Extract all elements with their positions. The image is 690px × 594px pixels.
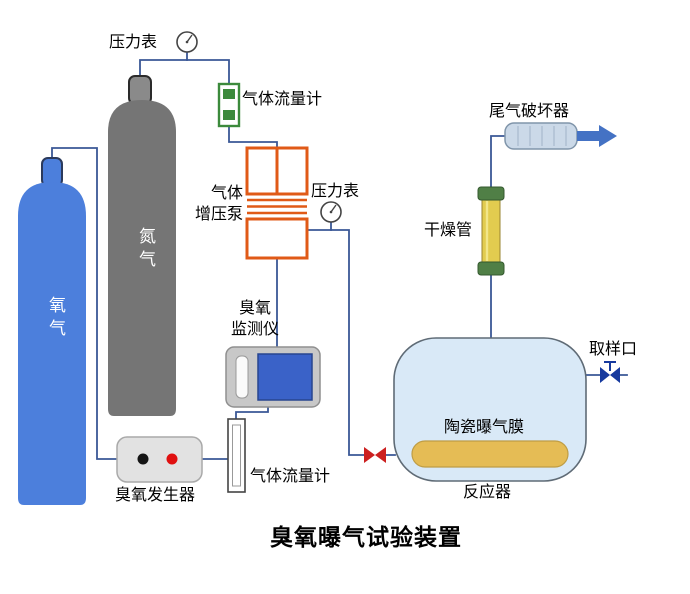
reactor-label: 反应器 bbox=[463, 484, 512, 501]
inlet-valve-right-triangle bbox=[375, 447, 386, 463]
pressure-gauge-2 bbox=[320, 201, 342, 223]
booster-pump-label: 气体 增压泵 bbox=[191, 183, 243, 225]
sampling-port-valve bbox=[600, 361, 620, 383]
ozone-generator-label: 臭氧发生器 bbox=[115, 487, 196, 504]
sampling-port-label: 取样口 bbox=[589, 341, 638, 358]
oxygen-cylinder-body bbox=[18, 182, 86, 505]
drying-tube-cap-bottom bbox=[477, 261, 505, 276]
tail-gas-destructor-label: 尾气破坏器 bbox=[489, 103, 570, 120]
nitrogen-cylinder-valve bbox=[128, 75, 152, 105]
nitrogen-cylinder-label: 氮气 bbox=[136, 227, 155, 273]
gas-flow-meter-top bbox=[217, 82, 241, 128]
ceramic-membrane-label: 陶瓷曝气膜 bbox=[444, 419, 525, 436]
pressure-gauge-2-label: 压力表 bbox=[311, 183, 360, 200]
drying-tube-body bbox=[481, 196, 501, 266]
flow-meter-bottom-tube bbox=[232, 424, 241, 487]
pipe-nitrogen-to-flowmeter bbox=[139, 59, 230, 85]
oxygen-cylinder bbox=[18, 157, 86, 505]
pipes bbox=[51, 50, 628, 460]
gas-flow-meter-bottom bbox=[227, 418, 246, 493]
ozone-monitor bbox=[225, 346, 321, 408]
ozone-monitor-label: 臭氧 监测仪 bbox=[229, 298, 281, 340]
gas-booster-pump bbox=[245, 146, 309, 260]
booster-pump-label-line1: 气体 bbox=[210, 185, 243, 202]
booster-pump-label-line2: 增压泵 bbox=[194, 206, 243, 223]
pressure-gauge-2-needle bbox=[330, 204, 337, 213]
pump-lower-block bbox=[245, 217, 309, 260]
ozone-monitor-label-line2: 监测仪 bbox=[230, 321, 279, 338]
pipe-pump-to-reactor bbox=[306, 229, 396, 456]
pipe-flowmeter-to-pump bbox=[228, 125, 278, 150]
oxygen-cylinder-valve bbox=[41, 157, 63, 187]
nitrogen-cylinder bbox=[108, 75, 176, 416]
pressure-gauge-2-pivot bbox=[329, 210, 333, 214]
diagram-title: 臭氧曝气试验装置 bbox=[270, 524, 462, 550]
ozone-monitor-side-panel bbox=[235, 355, 249, 399]
flow-meter-bottom-label: 气体流量计 bbox=[250, 468, 331, 485]
inlet-valve-left-triangle bbox=[364, 447, 375, 463]
ozone-generator-black-button bbox=[137, 453, 149, 465]
flow-meter-top-block-lower bbox=[223, 110, 235, 120]
pressure-gauge-1-pivot bbox=[185, 40, 189, 44]
sampling-valve-left-triangle bbox=[600, 367, 610, 383]
flow-meter-top-label: 气体流量计 bbox=[242, 91, 323, 108]
ozone-generator-body bbox=[116, 436, 203, 483]
drying-tube-cap-top bbox=[477, 186, 505, 201]
oxygen-cylinder-label: 氧气 bbox=[46, 296, 65, 342]
drying-tube bbox=[477, 186, 505, 276]
sampling-valve-right-triangle bbox=[610, 367, 620, 383]
ozone-generator-red-button bbox=[166, 453, 178, 465]
ceramic-aeration-membrane bbox=[411, 440, 569, 468]
pipe-monitor-to-flowmeter2 bbox=[235, 406, 269, 420]
pipe-dryingtube-to-destructor bbox=[490, 135, 506, 188]
nitrogen-cylinder-body bbox=[108, 100, 176, 416]
ozone-monitor-screen bbox=[257, 353, 313, 401]
pressure-gauge-1-label: 压力表 bbox=[109, 34, 158, 51]
reactor-inlet-valve bbox=[364, 447, 386, 463]
pipe-oxygen-to-generator bbox=[51, 147, 118, 460]
ozone-generator bbox=[116, 436, 203, 483]
tail-gas-destructor bbox=[504, 122, 617, 150]
pressure-gauge-1 bbox=[176, 31, 198, 53]
pressure-gauge-1-needle bbox=[186, 34, 193, 43]
ozone-monitor-label-line1: 臭氧 bbox=[238, 300, 271, 317]
exhaust-arrow-icon bbox=[577, 125, 617, 147]
reactor bbox=[393, 337, 587, 482]
destructor-hatching bbox=[517, 126, 567, 146]
drying-tube-label: 干燥管 bbox=[424, 222, 473, 239]
flow-meter-top-block-upper bbox=[223, 89, 235, 99]
